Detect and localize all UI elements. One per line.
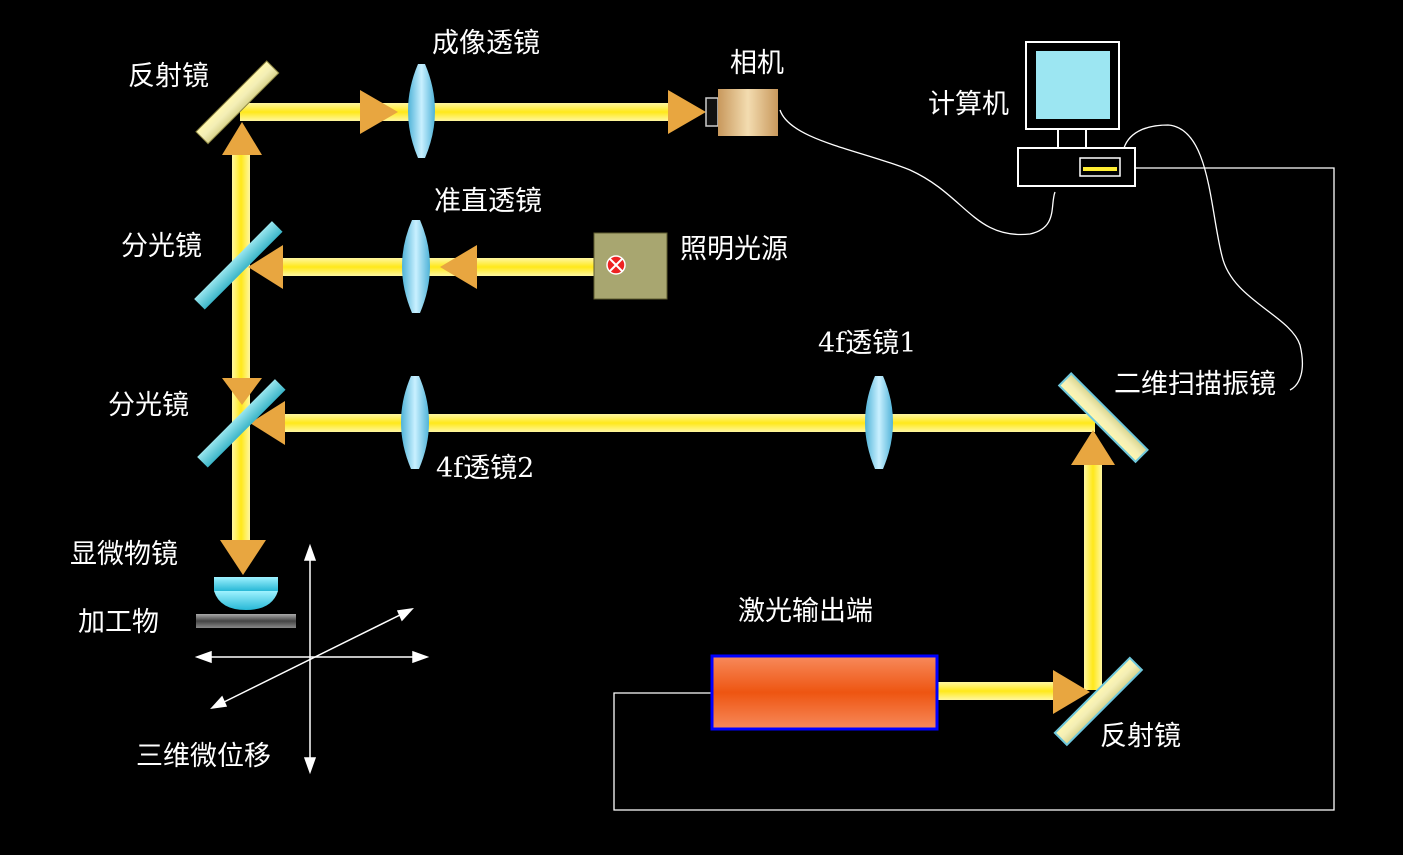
beam-laser-to-mirror [936,682,1066,700]
top-reflector [195,60,280,145]
camera [705,89,778,136]
arrow-up-to-scanner [1071,430,1115,465]
arrow-left-from-collimating-lens [248,245,283,289]
bottom-reflector [1053,656,1144,747]
component-labels: 反射镜 成像透镜 相机 计算机 准直透镜 分光镜 照明光源 4f透镜1 分光镜 … [70,28,1276,772]
lower-beam-splitter [197,379,286,468]
microscope-objective [214,577,278,610]
label-laser-output: 激光输出端 [738,596,873,627]
label-camera: 相机 [730,48,784,79]
label-lens-4f-2: 4f透镜2 [436,453,534,484]
beam-source-to-splitter [270,258,595,276]
scan-galvo-mirror [1057,372,1149,464]
arrow-up-to-mirror [222,122,262,155]
imaging-lens [408,64,435,158]
beam-mirror-to-camera [240,103,675,121]
upper-beam-splitter [194,221,283,310]
arrow-right-to-bottom-mirror [1053,670,1090,714]
laser-head [710,654,939,731]
beam-vertical-left [232,150,250,540]
monitor-screen [1036,51,1110,119]
arrow-left-from-source [440,245,477,289]
scanner-cable [1123,124,1304,391]
label-splitter-upper: 分光镜 [121,231,202,262]
fourier-lens-2 [401,376,429,469]
label-imaging-lens: 成像透镜 [432,28,540,59]
label-computer: 计算机 [928,89,1009,120]
label-mirror-top: 反射镜 [128,61,209,92]
cables [613,109,1335,811]
camera-cable [779,109,1056,236]
arrow-left-to-lower-splitter [250,401,285,445]
stage-axes [194,543,430,775]
label-lens-4f-1: 4f透镜1 [818,328,916,359]
fourier-lens-1 [865,376,893,469]
arrow-right-to-camera [668,90,706,134]
computer [1017,41,1136,187]
label-light-source: 照明光源 [680,234,788,265]
beam-vertical-right [1084,460,1102,690]
collimating-lens [402,220,430,313]
beam-paths [232,103,1102,700]
arrow-down-to-lower-splitter [222,378,262,405]
label-objective: 显微物镜 [70,539,178,570]
arrow-down-to-objective [220,540,266,575]
workpiece [196,614,296,628]
illumination-source [593,232,668,300]
label-mirror-bottom: 反射镜 [1100,721,1181,752]
label-stage-3d: 三维微位移 [136,741,271,772]
laser-control-cable [613,167,1335,811]
label-workpiece: 加工物 [78,607,159,638]
label-collimating-lens: 准直透镜 [434,186,542,217]
arrow-right-to-imaging-lens [360,90,398,134]
label-scan-mirror: 二维扫描振镜 [1114,369,1276,400]
beam-arrows [220,90,1115,714]
label-splitter-lower: 分光镜 [108,390,189,421]
